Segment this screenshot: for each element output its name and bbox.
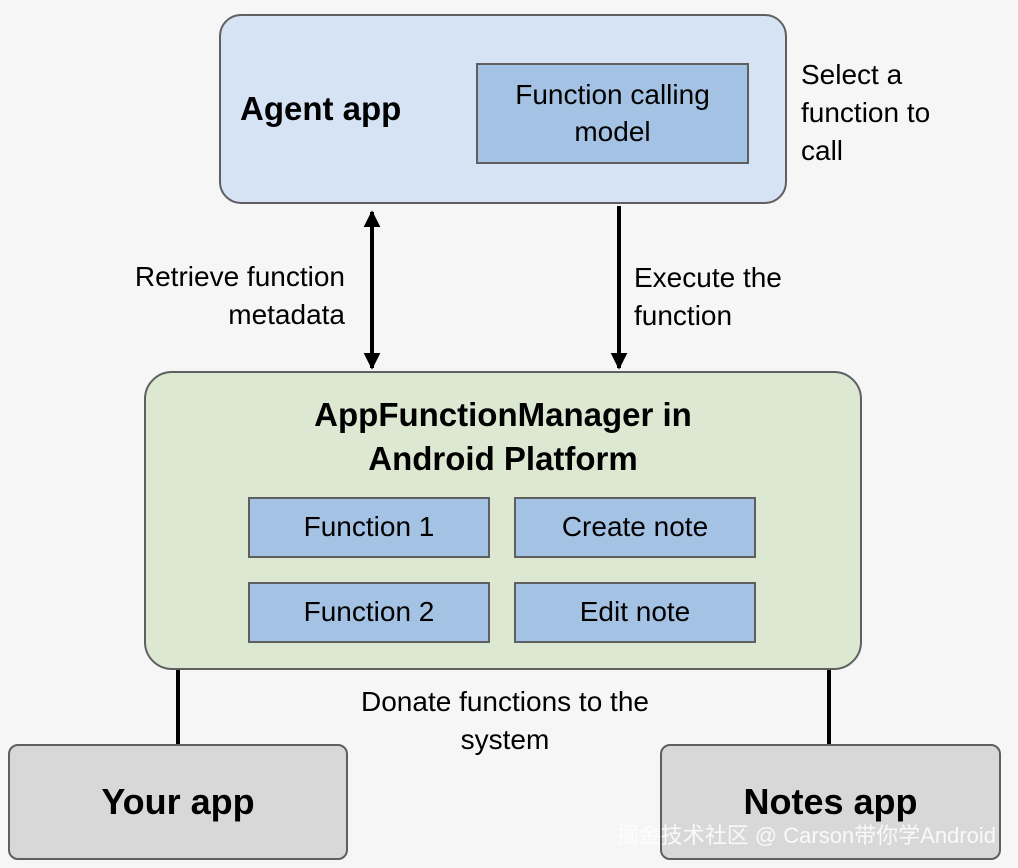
- edit-note-box: Edit note: [514, 582, 756, 643]
- agent-app-title: Agent app: [240, 90, 402, 127]
- platform-title: AppFunctionManager in Android Platform: [314, 396, 692, 477]
- function-calling-model-box: Function calling model: [476, 63, 749, 164]
- select-function-label: Select a function to call: [801, 59, 931, 166]
- notes-app-box: Notes app: [660, 744, 1001, 860]
- retrieve-metadata-label: Retrieve function metadata: [134, 261, 345, 330]
- donate-functions-label: Donate functions to the system: [361, 686, 649, 755]
- function-1-box: Function 1: [248, 497, 490, 558]
- execute-function-label: Execute the function: [634, 262, 782, 331]
- your-app-box: Your app: [8, 744, 348, 860]
- create-note-box: Create note: [514, 497, 756, 558]
- function-2-box: Function 2: [248, 582, 490, 643]
- watermark: 掘金技术社区 @ Carson带你学Android: [616, 823, 996, 848]
